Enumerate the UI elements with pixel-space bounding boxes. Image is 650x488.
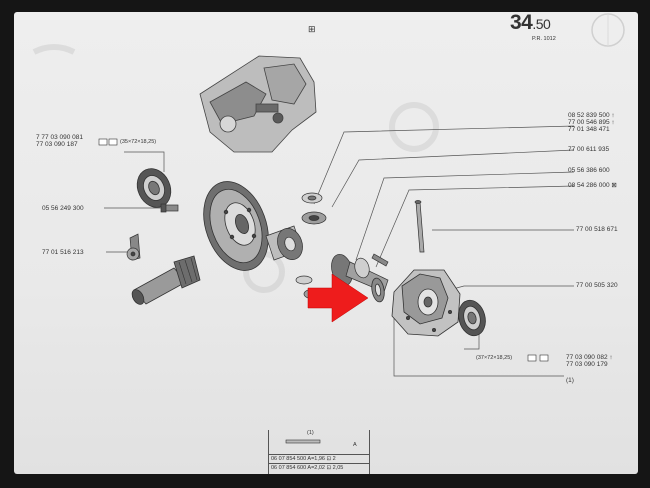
corner-emblem-icon [591,13,625,47]
shim-table-row: 06 07 854 600 A=2,02 ⊡ 2,05 [269,463,369,472]
label-right-2: 77 00 611 935 [568,146,610,153]
shim-dimension-letter: A [353,442,357,448]
bolt [160,203,179,213]
bearing-icon [136,168,172,208]
label-speedo-gear: 77 01 516 213 [42,249,84,256]
page-reference: P.R. 1012 [532,36,556,42]
label-right-group-1: 08 52 839 500 ↑ 77 00 546 895 ↑ 77 01 34… [568,112,615,133]
label-bearing-top-left-spec: (35×72×18,25) [120,139,157,145]
shim-table-header: (1) [307,430,314,436]
page-number: 34.50 [510,12,551,34]
figure-code: ⊞ [308,24,316,34]
bearing-icon [458,299,486,337]
catalogue-page: 34.50 P.R. 1012 ⊞ [14,12,638,474]
thrust-washer [371,277,385,303]
label-bolt: 05 56 249 300 [42,205,84,212]
differential-housing [391,269,461,337]
label-right-4: 08 54 286 000 ⊠ [568,182,617,189]
label-shim-note: (1) [566,377,574,384]
shim-table: (1) A 06 07 854 500 A=1,96 ⊡ 2 06 07 854… [268,430,370,474]
pinion-shaft [131,255,201,305]
crown-wheel [203,181,269,271]
label-bearing-bottom-right-spec: (37×72×18,25) [476,355,513,361]
label-right-3: 05 56 386 600 [568,167,610,174]
exploded-view-diagram [32,13,625,444]
speedometer-gear [126,233,141,261]
shim-table-row: 06 07 854 500 A=1,96 ⊡ 2 [269,454,369,463]
gearbox-housing [199,55,317,153]
label-right-5: 77 00 518 671 [576,226,618,233]
pointer-arrow-icon [307,273,369,323]
label-right-6: 77 00 505 320 [576,282,618,289]
label-bearing-bottom-right: 77 03 090 082 ↑ 77 03 090 179 [566,354,613,368]
pins [371,200,425,267]
label-bearing-top-left: 7 77 03 090 081 77 03 090 187 [36,134,83,148]
